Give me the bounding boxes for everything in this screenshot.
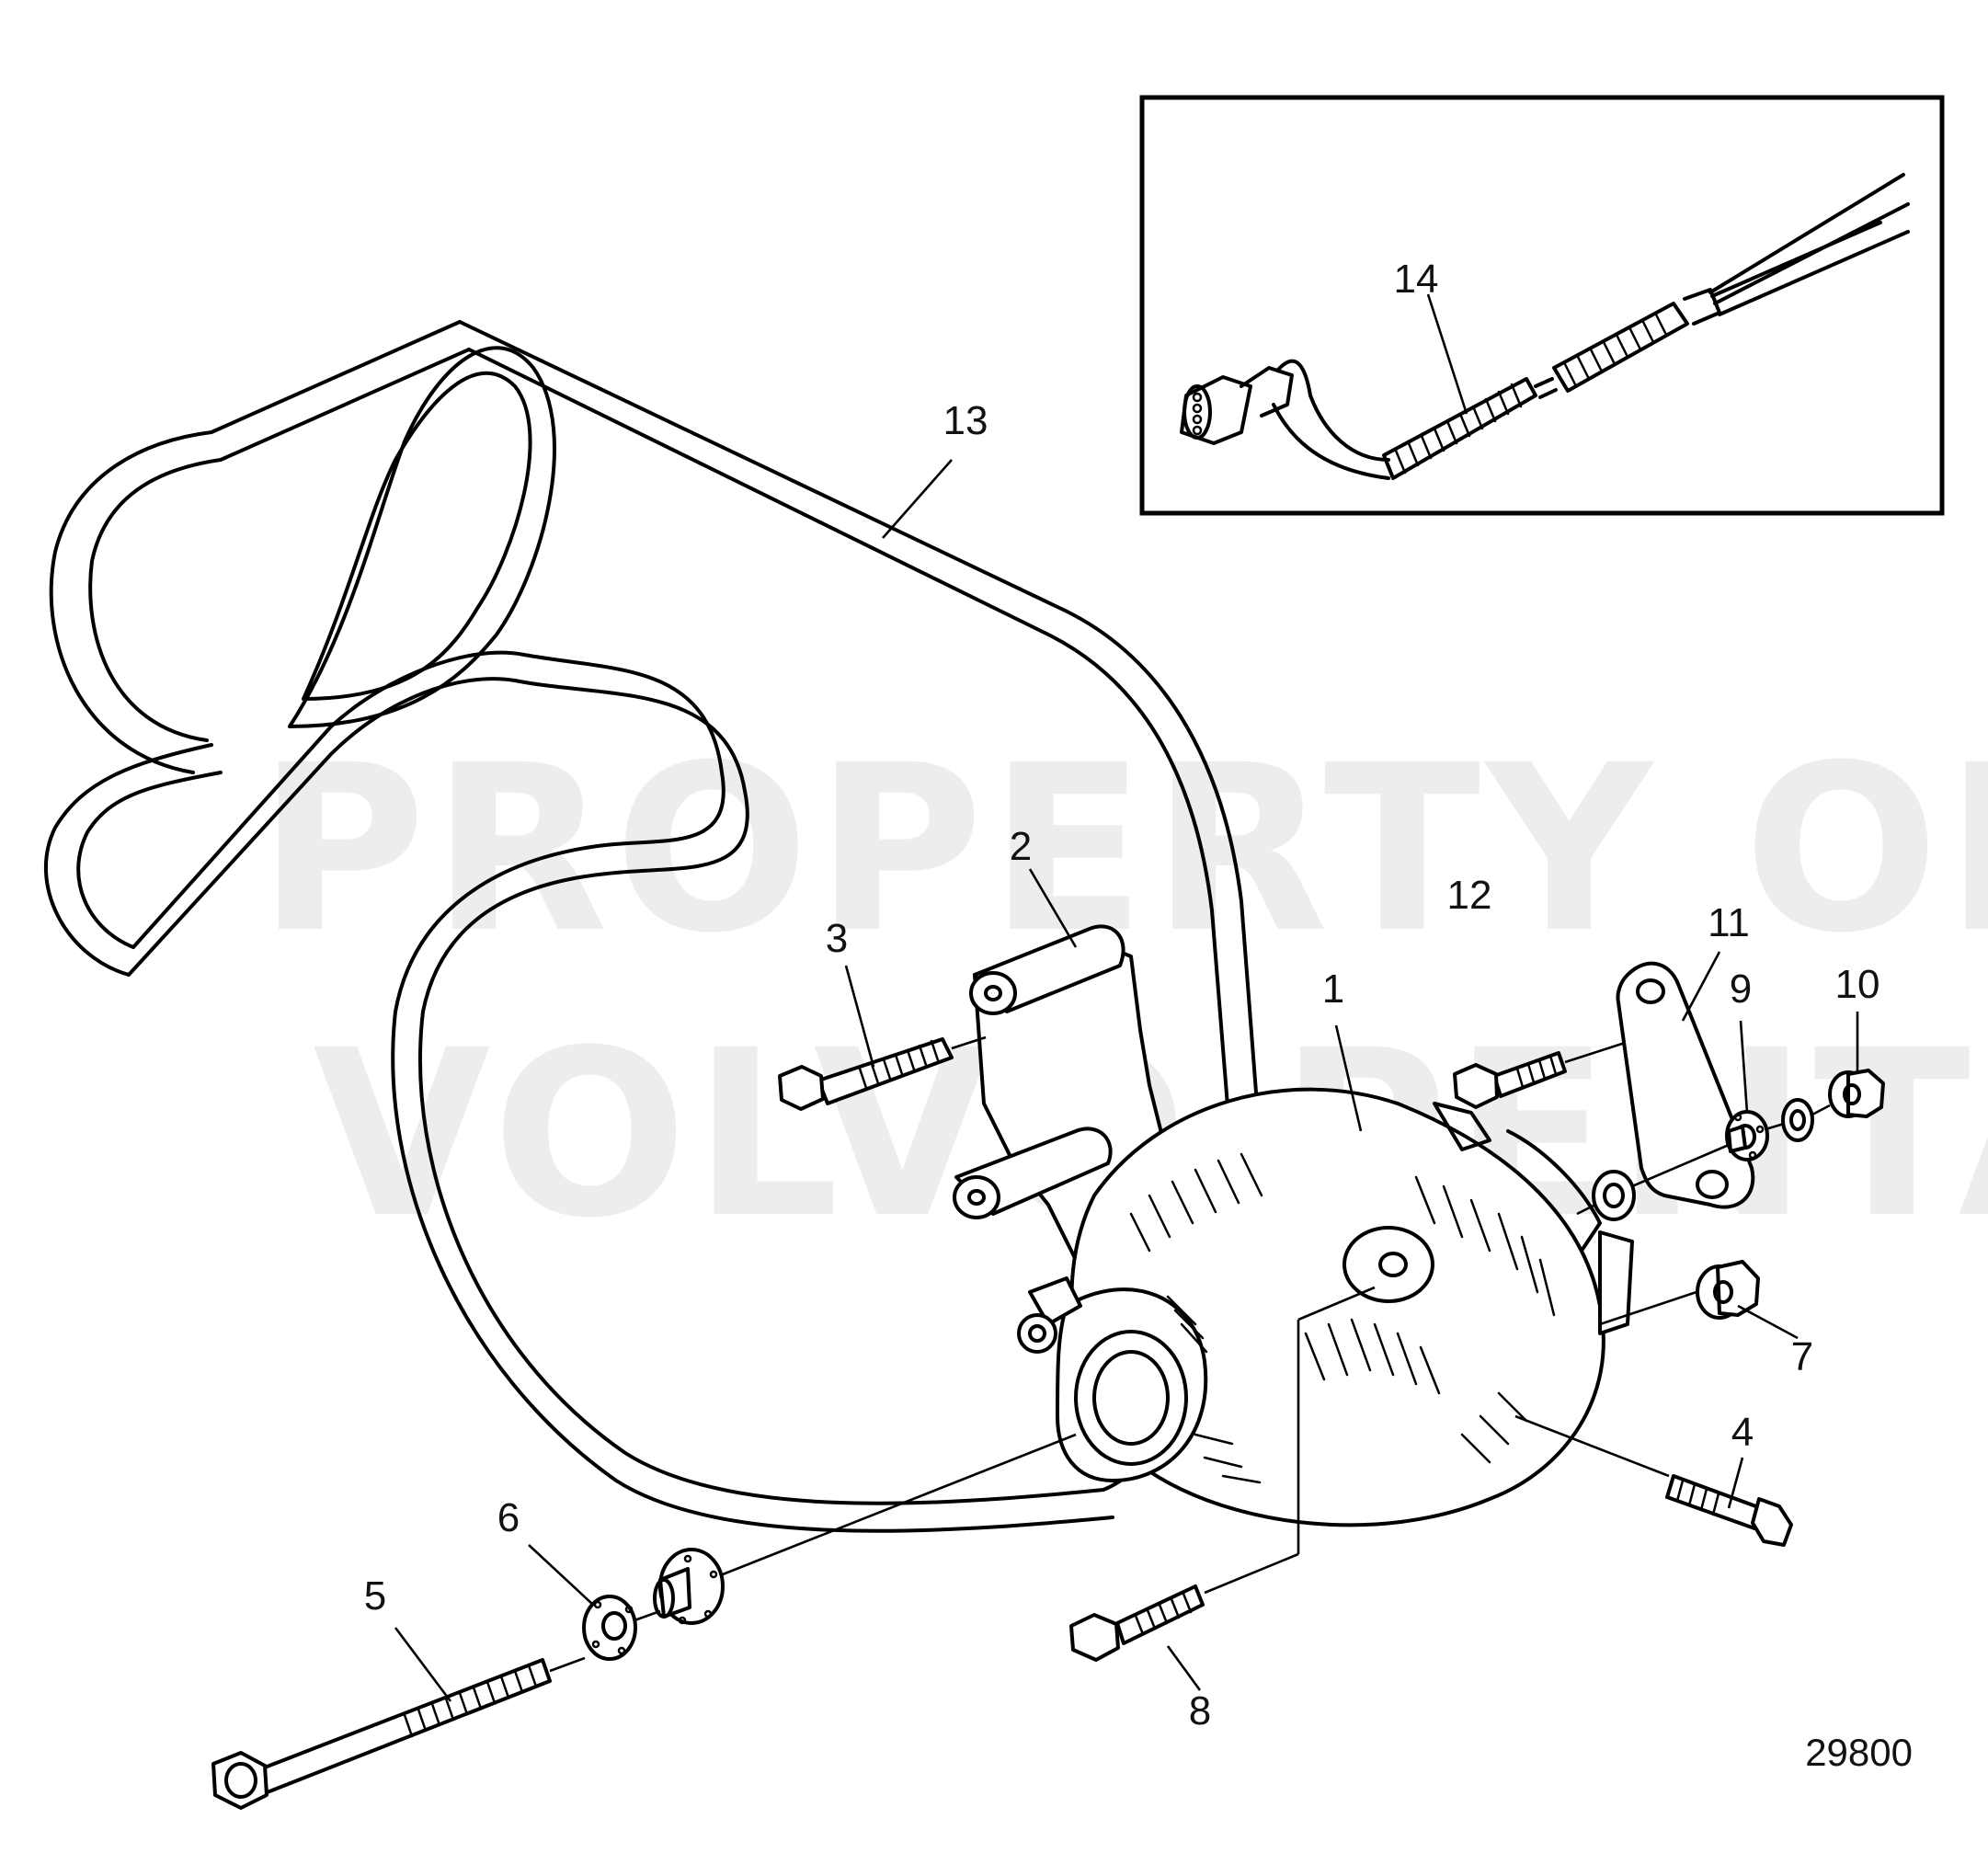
callout-8: 8	[1189, 1688, 1211, 1733]
callout-4: 4	[1731, 1410, 1754, 1455]
callout-7: 7	[1791, 1334, 1813, 1379]
bolt-4	[1665, 1474, 1793, 1547]
callout-13: 13	[943, 398, 988, 443]
bolt-5	[211, 1658, 552, 1810]
washer-pair	[1592, 1098, 1814, 1221]
inset-frame	[1139, 95, 1945, 516]
callout-11: 11	[1708, 900, 1750, 945]
callout-2: 2	[1010, 824, 1032, 869]
callout-1: 1	[1322, 967, 1344, 1012]
assembly-lines	[549, 1104, 1831, 1673]
link-11	[1616, 961, 1755, 1209]
callout-3: 3	[826, 916, 848, 961]
wiring-harness-14	[1180, 173, 1910, 480]
callout-leaders	[394, 293, 1859, 1702]
figure-number: 29800	[1805, 1731, 1913, 1774]
nut-10	[1828, 1069, 1885, 1118]
callout-5: 5	[364, 1573, 386, 1619]
callout-14: 14	[1394, 257, 1439, 302]
alternator-cooling-fins	[1129, 1152, 1556, 1484]
nut-7	[1696, 1260, 1760, 1320]
callout-labels: 1 2 3 4 5 6 7 8 9 10 11 12 13 14	[364, 257, 1880, 1733]
bolt-3	[778, 1035, 987, 1111]
callout-10: 10	[1835, 962, 1880, 1007]
bolt-8	[1069, 1584, 1205, 1662]
spacer-6	[582, 1548, 725, 1661]
callout-9: 9	[1730, 967, 1752, 1012]
callout-6: 6	[497, 1495, 520, 1540]
alternator-1	[1017, 1087, 1634, 1527]
callout-12: 12	[1447, 873, 1492, 918]
bushing-9	[1725, 1110, 1769, 1161]
